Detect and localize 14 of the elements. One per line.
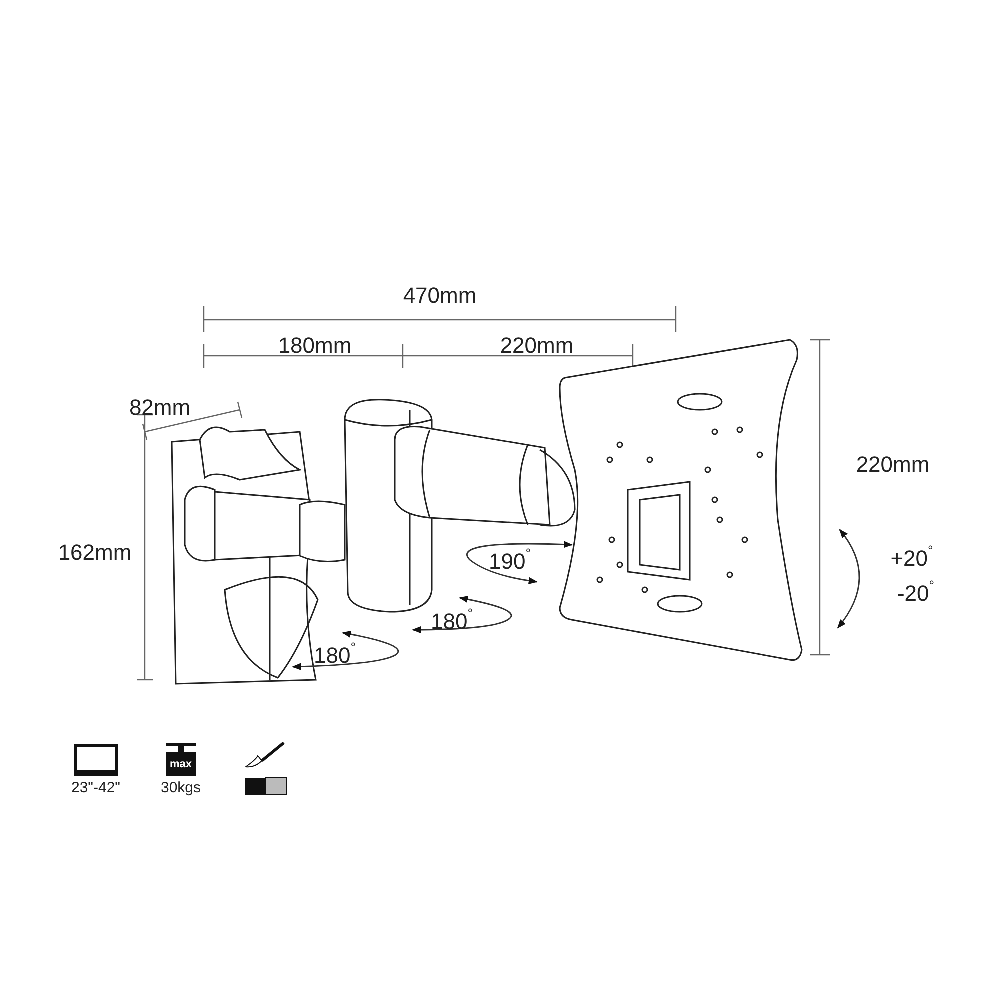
dimension-label: 220mm [500, 335, 574, 357]
dimension-label: 180mm [278, 335, 352, 357]
dimension-label: 162mm [58, 542, 132, 564]
dimension-label: 82mm [129, 397, 191, 419]
angle-label: -20$^{°}$ [897, 579, 935, 605]
angle-label: 180$^{°}$ [314, 641, 356, 667]
weight-label: 30kgs [160, 780, 202, 796]
weight-label: max [170, 760, 192, 770]
dimension-label: 470mm [403, 285, 477, 307]
size-label: 23"-42" [72, 780, 120, 796]
angle-label: 180$^{°}$ [431, 607, 473, 633]
angle-label: +20$^{°}$ [890, 544, 934, 570]
dimension-label: 220mm [856, 454, 930, 476]
angle-label: 190$^{°}$ [489, 547, 531, 573]
